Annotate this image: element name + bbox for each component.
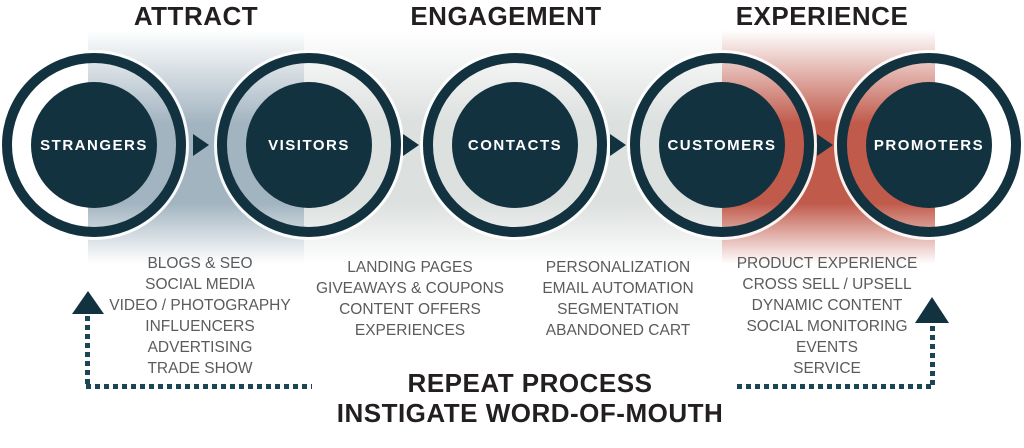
tactic-item: CONTENT OFFERS bbox=[339, 301, 481, 318]
flow-arrow-icon bbox=[403, 134, 419, 156]
tactic-item: ADVERTISING bbox=[147, 339, 253, 356]
repeat-up-arrow-icon bbox=[915, 297, 949, 323]
tactic-item: EVENTS bbox=[795, 339, 858, 356]
section-header-attract: ATTRACT bbox=[133, 1, 259, 31]
tactic-item: TRADE SHOW bbox=[147, 360, 253, 377]
stage-ring bbox=[837, 53, 1021, 237]
stage-ring bbox=[630, 53, 814, 237]
stage-label: STRANGERS bbox=[40, 136, 148, 154]
dotted-line-horizontal-right bbox=[737, 384, 935, 389]
attract-tactics-list: BLOGS & SEO SOCIAL MEDIA VIDEO / PHOTOGR… bbox=[60, 253, 340, 379]
stage-contacts: CONTACTS bbox=[423, 53, 607, 237]
stage-visitors: VISITORS bbox=[217, 53, 401, 237]
dotted-line-horizontal-left bbox=[86, 384, 312, 389]
experience-tactics-list: PRODUCT EXPERIENCE CROSS SELL / UPSELL D… bbox=[687, 253, 967, 379]
stage-label: PROMOTERS bbox=[873, 136, 985, 154]
flow-arrow-icon bbox=[817, 134, 833, 156]
engagement-tactics-list-a: LANDING PAGES GIVEAWAYS & COUPONS CONTEN… bbox=[270, 257, 550, 341]
stage-label: VISITORS bbox=[268, 136, 350, 154]
stage-circle: STRANGERS bbox=[31, 82, 157, 208]
stage-label: CUSTOMERS bbox=[667, 136, 777, 154]
footer-line-2: INSTIGATE WORD-OF-MOUTH bbox=[336, 398, 724, 428]
stage-ring bbox=[2, 53, 186, 237]
stage-strangers: STRANGERS bbox=[2, 53, 186, 237]
tactic-item: SERVICE bbox=[793, 360, 861, 377]
stage-promoters: PROMOTERS bbox=[837, 53, 1021, 237]
tactic-item: PERSONALIZATION bbox=[545, 259, 691, 276]
footer-line-1: REPEAT PROCESS bbox=[407, 368, 653, 398]
tactic-item: DYNAMIC CONTENT bbox=[751, 297, 903, 314]
stage-customers: CUSTOMERS bbox=[630, 53, 814, 237]
stage-circle: CUSTOMERS bbox=[659, 82, 785, 208]
footer-headline: REPEAT PROCESS INSTIGATE WORD-OF-MOUTH bbox=[230, 368, 830, 428]
tactic-item: SOCIAL MONITORING bbox=[746, 318, 908, 335]
tactic-item: SOCIAL MEDIA bbox=[145, 276, 255, 293]
section-header-engagement: ENGAGEMENT bbox=[410, 1, 602, 31]
tactic-item: CROSS SELL / UPSELL bbox=[742, 276, 912, 293]
tactic-item: EMAIL AUTOMATION bbox=[542, 280, 694, 297]
stage-ring bbox=[217, 53, 401, 237]
tactic-item: LANDING PAGES bbox=[347, 259, 473, 276]
tactic-item: INFLUENCERS bbox=[145, 318, 255, 335]
engagement-tactics-list-b: PERSONALIZATION EMAIL AUTOMATION SEGMENT… bbox=[478, 257, 758, 341]
tactic-item: ABANDONED CART bbox=[545, 322, 691, 339]
flow-arrow-icon bbox=[610, 134, 626, 156]
tactic-item: GIVEAWAYS & COUPONS bbox=[315, 280, 505, 297]
dotted-line-vertical-left bbox=[85, 316, 90, 386]
stage-circle: PROMOTERS bbox=[866, 82, 992, 208]
stage-label: CONTACTS bbox=[467, 136, 563, 154]
stage-circle: VISITORS bbox=[246, 82, 372, 208]
stage-circle: CONTACTS bbox=[452, 82, 578, 208]
tactic-item: EXPERIENCES bbox=[354, 322, 466, 339]
repeat-up-arrow-icon bbox=[72, 291, 104, 314]
tactic-item: SEGMENTATION bbox=[557, 301, 679, 318]
flow-arrow-icon bbox=[193, 134, 209, 156]
dotted-line-vertical-right bbox=[930, 326, 935, 386]
tactic-item: VIDEO / PHOTOGRAPHY bbox=[109, 297, 291, 314]
tactic-item: PRODUCT EXPERIENCE bbox=[736, 255, 918, 272]
stage-ring bbox=[423, 53, 607, 237]
section-header-experience: EXPERIENCE bbox=[735, 1, 909, 31]
tactic-item: BLOGS & SEO bbox=[147, 255, 253, 272]
